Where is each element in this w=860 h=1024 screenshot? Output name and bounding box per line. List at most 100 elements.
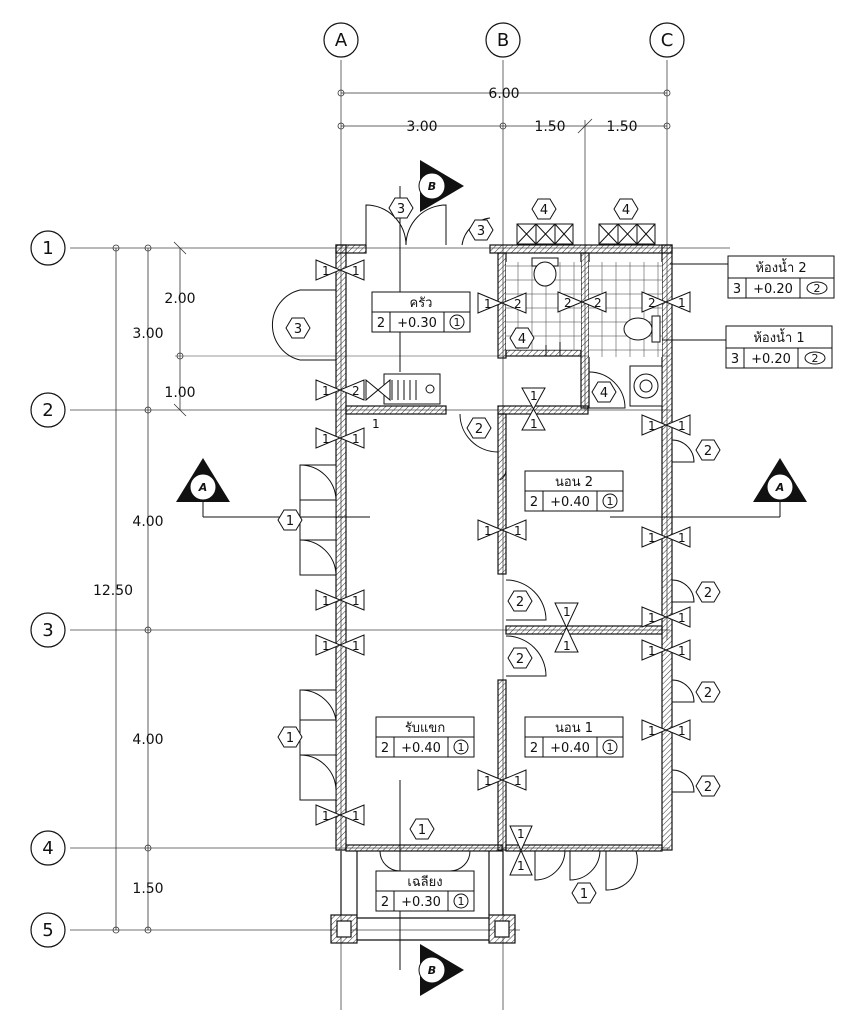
svg-text:1: 1 [530,417,538,431]
svg-text:+0.20: +0.20 [753,282,793,297]
svg-text:+0.30: +0.30 [397,316,437,331]
svg-text:2: 2 [530,495,538,510]
svg-text:1: 1 [286,731,294,746]
svg-text:+0.20: +0.20 [751,352,791,367]
svg-text:3: 3 [42,620,53,641]
svg-text:2: 2 [704,586,712,601]
svg-text:1: 1 [418,823,426,838]
svg-text:รับแขก: รับแขก [405,721,445,736]
svg-text:2: 2 [381,741,389,756]
svg-text:2: 2 [564,296,572,310]
svg-text:2: 2 [42,400,53,421]
svg-text:4: 4 [42,838,53,859]
svg-text:4: 4 [600,386,608,401]
dim-left-1-2c: 1.00 [164,385,195,401]
svg-text:1: 1 [607,495,614,508]
svg-text:B: B [428,964,436,977]
svg-text:2: 2 [594,296,602,310]
dim-left-1-2b: 2.00 [164,291,195,307]
svg-text:A: A [198,481,208,494]
dim-left-total: 12.50 [93,583,133,599]
svg-text:1: 1 [42,238,53,259]
svg-text:ห้องน้ำ 2: ห้องน้ำ 2 [755,258,806,276]
dim-top-a-b: 3.00 [406,119,437,135]
svg-text:1: 1 [352,432,360,446]
svg-text:1: 1 [607,741,614,754]
svg-text:2: 2 [352,384,360,398]
svg-text:1: 1 [484,774,492,788]
vent-windows [516,223,656,245]
svg-text:3: 3 [731,352,739,367]
svg-text:B: B [497,30,509,51]
svg-text:นอน 1: นอน 1 [555,721,593,736]
svg-text:2: 2 [812,352,819,365]
svg-text:1: 1 [458,741,465,754]
svg-text:1: 1 [530,389,538,403]
svg-text:1: 1 [678,419,686,433]
row-bubble-1: 1 [30,230,66,266]
svg-text:1: 1 [322,809,330,823]
svg-text:1: 1 [322,384,330,398]
hex-tags [277,197,721,904]
section-marker-a-right: A [610,458,807,518]
room-label-bath2: ห้องน้ำ 2 3 +0.20 2 [670,255,835,299]
svg-text:1: 1 [517,859,525,873]
svg-text:4: 4 [540,203,548,218]
toilet-fixture-2 [531,257,559,287]
column-bubble-c: C [649,22,685,58]
svg-text:A: A [335,30,348,51]
dim-top-total: 6.00 [488,86,519,102]
svg-text:1: 1 [322,264,330,278]
dim-left-2-3: 4.00 [132,514,163,530]
svg-text:1: 1 [484,524,492,538]
svg-text:ห้องน้ำ 1: ห้องน้ำ 1 [753,328,804,346]
dim-left-1-2a: 3.00 [132,326,163,342]
svg-text:1: 1 [648,611,656,625]
svg-text:1: 1 [678,724,686,738]
dim-left-4-5: 1.50 [132,881,163,897]
svg-text:+0.40: +0.40 [550,741,590,756]
svg-text:1: 1 [484,297,492,311]
svg-text:2: 2 [704,686,712,701]
svg-text:1: 1 [678,611,686,625]
sink-fixture [629,365,663,407]
svg-text:1: 1 [372,417,380,431]
left-windows [299,464,337,801]
svg-text:2: 2 [381,895,389,910]
svg-text:1: 1 [352,594,360,608]
column-bubble-a: A [323,22,359,58]
svg-text:1: 1 [322,639,330,653]
section-marker-a-left: A [176,458,370,518]
kitchen-sink [383,373,441,405]
svg-text:1: 1 [580,887,588,902]
svg-text:1: 1 [458,895,465,908]
svg-text:1: 1 [514,774,522,788]
row-bubble-5: 5 [30,912,66,948]
svg-text:1: 1 [563,639,571,653]
hex-tag-labels: 3 3 3 4 4 4 4 2 2 2 2 2 2 2 1 1 1 1 [286,202,712,902]
dim-left-3-4: 4.00 [132,732,163,748]
room-label-porch: เฉลียง 2 +0.30 1 [375,870,475,912]
svg-text:2: 2 [377,316,385,331]
svg-text:3: 3 [294,322,302,337]
svg-text:1: 1 [678,644,686,658]
svg-text:2: 2 [516,595,524,610]
toilet-fixture-1 [623,315,661,343]
row-bubble-2: 2 [30,392,66,428]
svg-text:+0.40: +0.40 [550,495,590,510]
svg-text:1: 1 [454,316,461,329]
svg-text:3: 3 [733,282,741,297]
svg-text:1: 1 [352,639,360,653]
svg-text:1: 1 [322,594,330,608]
column-bubble-b: B [485,22,521,58]
svg-text:1: 1 [648,419,656,433]
room-label-bed1: นอน 1 2 +0.40 1 [524,716,624,758]
svg-text:ครัว: ครัว [410,296,433,311]
svg-text:2: 2 [530,741,538,756]
section-marker-b-top: B [399,160,464,372]
svg-text:5: 5 [42,920,53,941]
svg-text:1: 1 [678,531,686,545]
svg-text:เฉลียง: เฉลียง [407,874,442,890]
